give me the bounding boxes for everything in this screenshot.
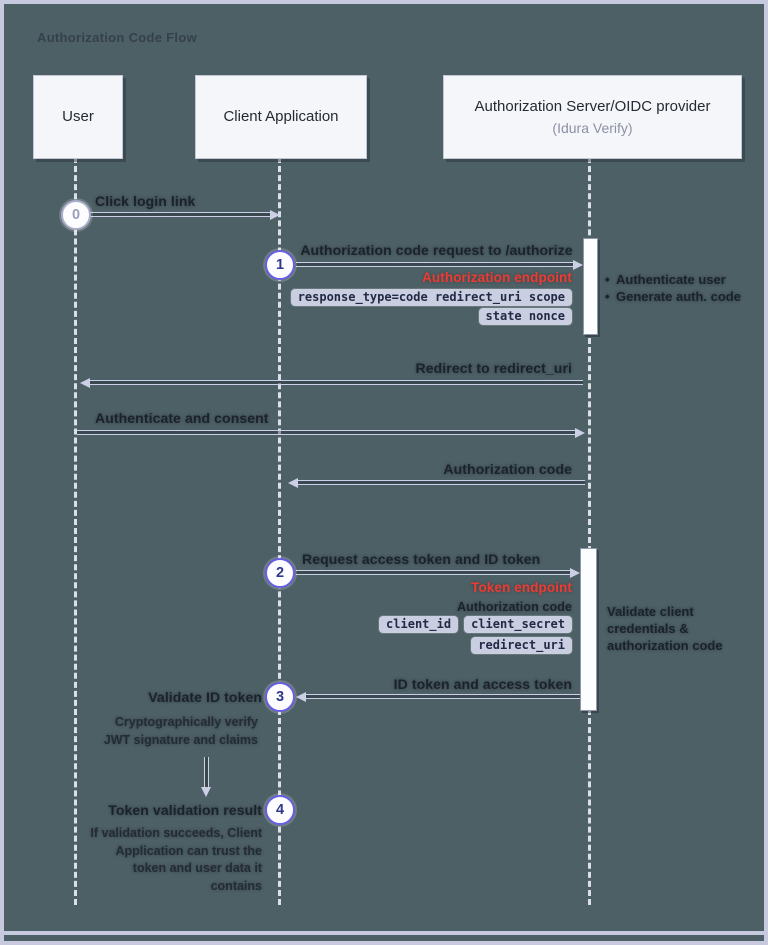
validation-result-description: If validation succeeds, Client Applicati… bbox=[90, 826, 262, 893]
arrow-auth-code bbox=[298, 480, 585, 485]
param-chip: redirect_uri bbox=[471, 637, 572, 654]
token-endpoint-label: Token endpoint bbox=[471, 580, 572, 595]
server-activation-1 bbox=[583, 238, 598, 335]
actor-client-name: Client Application bbox=[223, 108, 339, 126]
param-chip: response_type=code redirect_uri scope bbox=[290, 289, 572, 306]
step-circle-0: 0 bbox=[61, 200, 91, 230]
bottom-divider bbox=[0, 931, 768, 935]
client-lifeline bbox=[278, 157, 281, 905]
actor-server: Authorization Server/OIDC provider (Idur… bbox=[443, 75, 742, 159]
message-redirect: Redirect to redirect_uri bbox=[415, 360, 572, 376]
message-authz-request: Authorization code request to /authorize bbox=[300, 242, 573, 258]
message-validate-id-token: Validate ID token bbox=[148, 689, 262, 705]
arrowhead-id-token bbox=[296, 692, 306, 702]
server-note-validate: Validate client credentials & authorizat… bbox=[607, 604, 723, 653]
authz-request-params-row2: state nonce bbox=[478, 308, 572, 325]
server-note-authenticate: Authenticate user Generate auth. code bbox=[605, 271, 745, 305]
validate-id-token-description: Cryptographically verify JWT signature a… bbox=[103, 715, 258, 747]
arrow-token-request bbox=[296, 570, 570, 575]
arrowhead-authz-request bbox=[573, 260, 583, 270]
token-request-params-row2: redirect_uri bbox=[471, 637, 572, 654]
arrow-authz-request bbox=[296, 262, 573, 267]
actor-client: Client Application bbox=[195, 75, 367, 159]
actor-user: User bbox=[33, 75, 123, 159]
actor-server-name: Authorization Server/OIDC provider bbox=[474, 97, 711, 115]
token-request-params-row1: client_id client_secret bbox=[379, 616, 572, 633]
arrow-redirect bbox=[90, 380, 583, 385]
step-circle-4: 4 bbox=[265, 795, 295, 825]
arrow-validation-flow bbox=[204, 757, 209, 787]
authz-request-params-row1: response_type=code redirect_uri scope bbox=[290, 289, 572, 306]
step-circle-1: 1 bbox=[265, 250, 295, 280]
param-chip: client_secret bbox=[464, 616, 572, 633]
message-auth-code: Authorization code bbox=[443, 461, 572, 477]
message-token-request: Request access token and ID token bbox=[302, 551, 541, 567]
server-activation-2 bbox=[580, 548, 597, 711]
arrowhead-token-request bbox=[570, 568, 580, 578]
arrowhead-consent bbox=[575, 428, 585, 438]
diagram-title: Authorization Code Flow bbox=[37, 30, 197, 45]
arrowhead-click-login bbox=[270, 210, 280, 220]
arrow-click-login bbox=[90, 212, 270, 217]
message-id-token: ID token and access token bbox=[393, 676, 572, 692]
token-payload-label: Authorization code bbox=[457, 600, 572, 614]
message-click-login: Click login link bbox=[95, 193, 196, 209]
actor-user-name: User bbox=[62, 108, 94, 126]
step-circle-3: 3 bbox=[265, 682, 295, 712]
param-chip: client_id bbox=[379, 616, 459, 633]
message-consent: Authenticate and consent bbox=[95, 410, 269, 426]
param-chip: state nonce bbox=[478, 308, 572, 325]
step-circle-2: 2 bbox=[265, 558, 295, 588]
authorization-endpoint-label: Authorization endpoint bbox=[422, 270, 572, 285]
arrowhead-redirect bbox=[80, 378, 90, 388]
arrowhead-validation-flow bbox=[201, 787, 211, 797]
actor-server-subtitle: (Idura Verify) bbox=[552, 119, 633, 136]
user-lifeline bbox=[74, 157, 77, 905]
arrow-consent bbox=[77, 430, 575, 435]
arrow-id-token bbox=[306, 694, 580, 699]
server-lifeline bbox=[588, 157, 591, 905]
message-validation-result: Token validation result bbox=[108, 802, 262, 818]
arrowhead-auth-code bbox=[288, 478, 298, 488]
server-note-line: Authenticate user bbox=[605, 271, 745, 288]
server-note-line: Generate auth. code bbox=[605, 288, 745, 305]
